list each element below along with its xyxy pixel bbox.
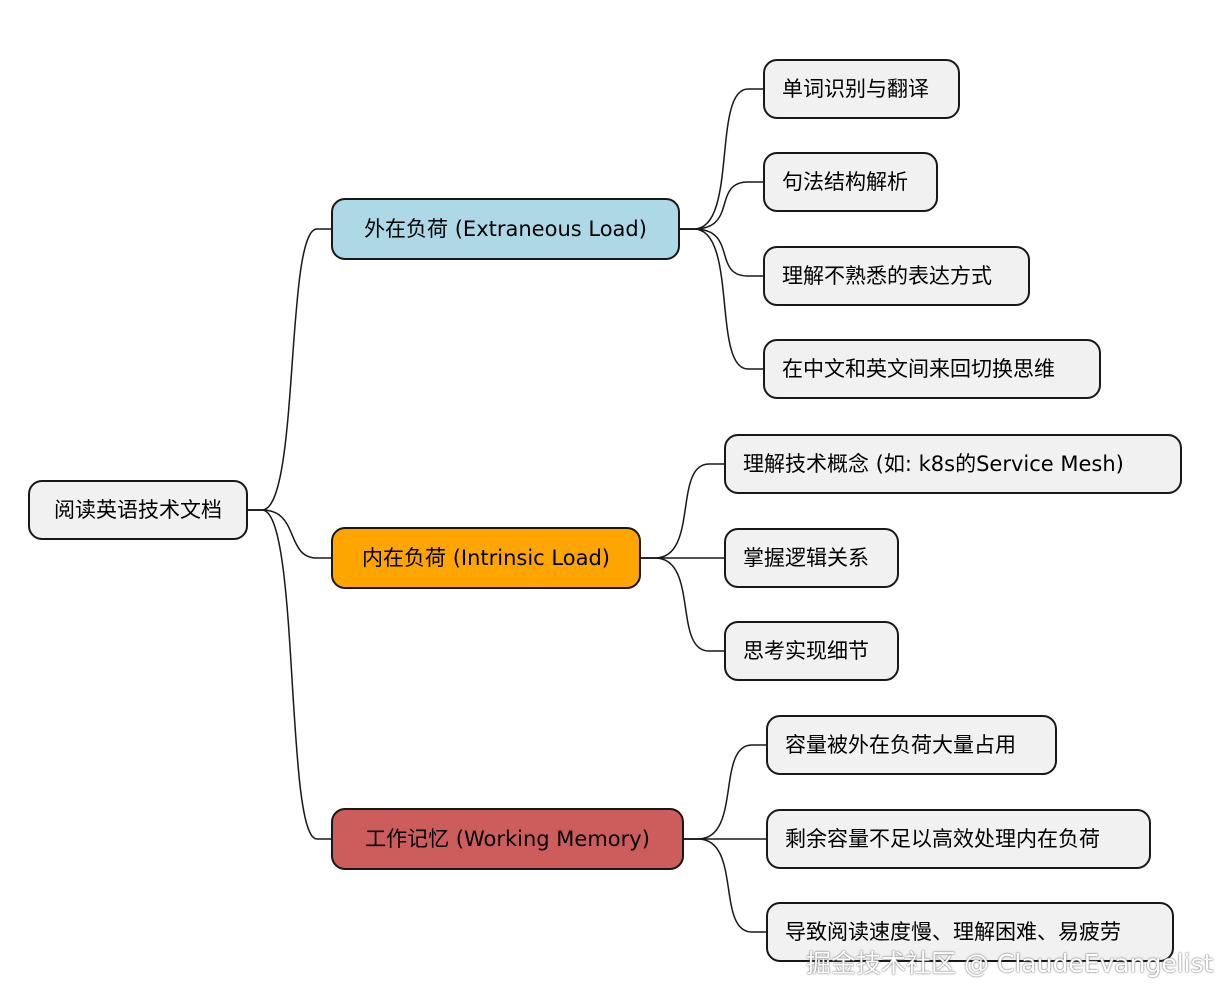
root-node-label: 阅读英语技术文档: [54, 497, 222, 522]
connector-extraneous-leaf-2: [680, 181, 763, 230]
leaf-node-label: 单词识别与翻译: [782, 76, 929, 101]
leaf-node: 理解技术概念 (如: k8s的Service Mesh): [724, 434, 1182, 494]
root-node-reading-english-docs: 阅读英语技术文档: [28, 480, 248, 540]
leaf-node: 在中文和英文间来回切换思维: [763, 339, 1101, 399]
branch-node-working-memory: 工作记忆 (Working Memory): [331, 808, 684, 870]
connector-working-leaf-1: [684, 744, 766, 840]
leaf-node-label: 剩余容量不足以高效处理内在负荷: [785, 826, 1100, 851]
leaf-node: 思考实现细节: [724, 621, 899, 681]
leaf-node-label: 在中文和英文间来回切换思维: [782, 356, 1055, 381]
branch-node-label: 工作记忆 (Working Memory): [365, 826, 650, 851]
branch-node-label: 外在负荷 (Extraneous Load): [364, 216, 647, 241]
connector-root-extraneous: [248, 228, 331, 511]
connector-extraneous-leaf-3: [680, 228, 763, 277]
branch-node-label: 内在负荷 (Intrinsic Load): [362, 545, 610, 570]
connector-intrinsic-leaf-3: [641, 557, 724, 652]
leaf-node: 句法结构解析: [763, 152, 938, 212]
leaf-node: 单词识别与翻译: [763, 59, 960, 119]
connector-extraneous-leaf-4: [680, 228, 763, 370]
connector-extraneous-leaf-1: [680, 88, 763, 230]
connector-working-leaf-3: [684, 838, 766, 933]
leaf-node-label: 掌握逻辑关系: [743, 545, 869, 570]
leaf-node: 理解不熟悉的表达方式: [763, 246, 1030, 306]
leaf-node-label: 句法结构解析: [782, 169, 908, 194]
leaf-node: 容量被外在负荷大量占用: [766, 715, 1057, 775]
leaf-node-label: 理解技术概念 (如: k8s的Service Mesh): [743, 451, 1124, 476]
leaf-node: 掌握逻辑关系: [724, 528, 899, 588]
connector-root-working: [248, 509, 331, 840]
leaf-node: 剩余容量不足以高效处理内在负荷: [766, 809, 1151, 869]
watermark: 掘金技术社区 @ ClaudeEvangelist: [806, 949, 1214, 978]
leaf-node-label: 理解不熟悉的表达方式: [782, 263, 992, 288]
leaf-node-label: 思考实现细节: [743, 638, 869, 663]
leaf-node-label: 容量被外在负荷大量占用: [785, 732, 1016, 757]
connector-intrinsic-leaf-1: [641, 463, 724, 559]
branch-node-intrinsic-load: 内在负荷 (Intrinsic Load): [331, 527, 641, 589]
leaf-node: 导致阅读速度慢、理解困难、易疲劳: [766, 902, 1174, 962]
branch-node-extraneous-load: 外在负荷 (Extraneous Load): [331, 198, 680, 260]
leaf-node-label: 导致阅读速度慢、理解困难、易疲劳: [785, 919, 1121, 944]
connector-root-intrinsic: [248, 509, 331, 559]
